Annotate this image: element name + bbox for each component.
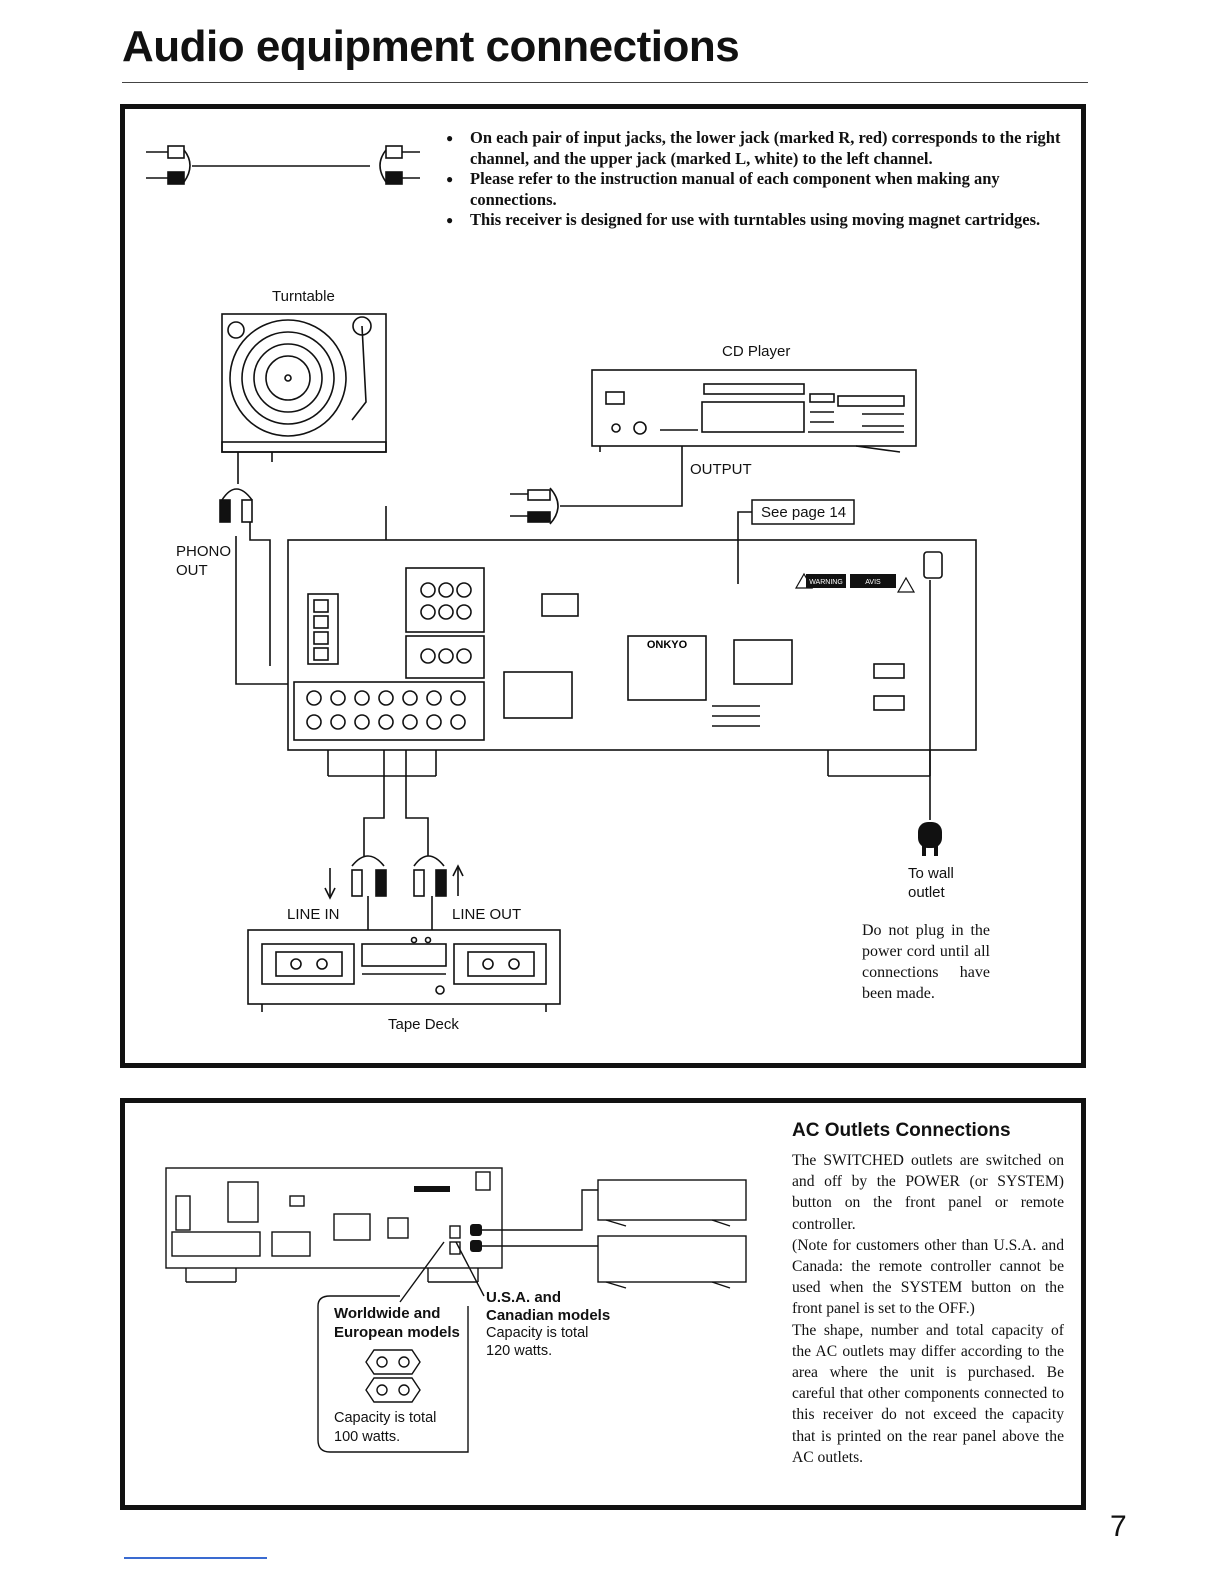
output-label: OUTPUT bbox=[690, 461, 752, 478]
warning-label: WARNING bbox=[809, 579, 843, 586]
line-in-label: LINE IN bbox=[287, 906, 340, 923]
see-page-label: See page 14 bbox=[761, 504, 846, 521]
ac-paragraph: The SWITCHED outlets are switched on and… bbox=[792, 1152, 1064, 1233]
connections-frame bbox=[120, 104, 1086, 1068]
wall-outlet-label: To wall bbox=[908, 865, 954, 882]
eu-capacity: Capacity is total bbox=[334, 1410, 436, 1426]
phono-out-label: OUT bbox=[176, 562, 208, 579]
footer-rule bbox=[124, 1557, 267, 1559]
note-item: This receiver is designed for use with t… bbox=[446, 210, 1072, 231]
ac-paragraph: (Note for customers other than U.S.A. an… bbox=[792, 1236, 1064, 1318]
ac-section-body: The SWITCHED outlets are switched on and… bbox=[792, 1150, 1064, 1468]
title-rule bbox=[122, 82, 1088, 83]
warning-triangle-icon bbox=[794, 572, 814, 589]
avis-label: AVIS bbox=[865, 579, 881, 586]
note-item: Please refer to the instruction manual o… bbox=[446, 169, 1072, 210]
eu-capacity: 100 watts. bbox=[334, 1429, 400, 1445]
notes-list: On each pair of input jacks, the lower j… bbox=[446, 128, 1072, 231]
line-out-label: LINE OUT bbox=[452, 906, 521, 923]
usa-capacity: 120 watts. bbox=[486, 1343, 552, 1359]
warning-triangle-icon bbox=[896, 576, 916, 593]
usa-models-label: Canadian models bbox=[486, 1307, 610, 1324]
usa-capacity: Capacity is total bbox=[486, 1325, 588, 1341]
page-number: 7 bbox=[1110, 1510, 1127, 1543]
turntable-label: Turntable bbox=[272, 288, 335, 305]
tape-deck-label: Tape Deck bbox=[388, 1016, 459, 1033]
eu-models-label: European models bbox=[334, 1324, 460, 1341]
wall-outlet-label: outlet bbox=[908, 884, 946, 901]
ac-section-title: AC Outlets Connections bbox=[792, 1120, 1011, 1141]
tape-deck-icon bbox=[247, 929, 561, 1012]
page-title: Audio equipment connections bbox=[122, 22, 740, 71]
usa-models-label: U.S.A. and bbox=[486, 1289, 561, 1306]
eu-models-label: Worldwide and bbox=[334, 1305, 440, 1322]
cd-player-icon bbox=[591, 369, 917, 453]
ac-paragraph: The shape, number and total capacity of … bbox=[792, 1321, 1064, 1466]
brand-logo: ONKYO bbox=[647, 639, 688, 651]
cd-player-label: CD Player bbox=[722, 343, 790, 360]
power-plug-icon bbox=[918, 822, 942, 856]
note-item: On each pair of input jacks, the lower j… bbox=[446, 128, 1072, 169]
rca-jack-icons bbox=[306, 582, 472, 730]
turntable-icon bbox=[221, 313, 387, 462]
ac-outlets-frame bbox=[120, 1098, 1086, 1510]
power-cord-caution: Do not plug in the power cord until all … bbox=[862, 922, 990, 1002]
rca-cable-icon bbox=[146, 145, 420, 185]
phono-out-label: PHONO bbox=[176, 543, 231, 560]
